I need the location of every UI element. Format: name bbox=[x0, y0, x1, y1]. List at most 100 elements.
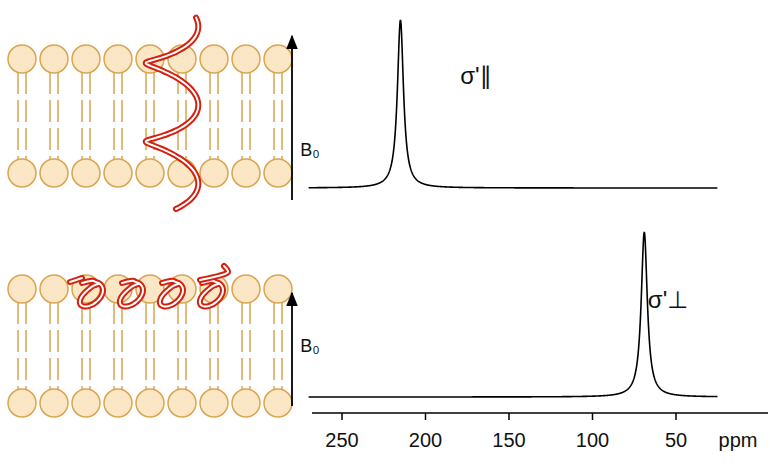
lipid-head bbox=[232, 45, 260, 73]
lipid-tail bbox=[81, 302, 83, 390]
helix-inner bbox=[120, 281, 143, 307]
field-label: B₀ bbox=[300, 337, 319, 355]
lipid-head bbox=[104, 45, 132, 73]
lipid-head bbox=[232, 159, 260, 187]
helix-outline bbox=[200, 281, 223, 307]
lipid-head bbox=[200, 159, 228, 187]
surface-helix bbox=[70, 278, 82, 282]
helix-inner bbox=[200, 266, 228, 280]
lipid-head bbox=[40, 159, 68, 187]
surface-helix bbox=[160, 281, 183, 307]
lipid-tail bbox=[273, 302, 275, 390]
lipid-head bbox=[72, 389, 100, 417]
lipid-tail bbox=[281, 302, 283, 390]
lipid-tail bbox=[25, 72, 27, 160]
helix-outline bbox=[70, 278, 82, 282]
lipid-tail bbox=[17, 72, 19, 160]
tick-label: 250 bbox=[325, 430, 358, 450]
lipid-head bbox=[264, 275, 292, 303]
lipid-head bbox=[40, 45, 68, 73]
peak-label: σ'⊥ bbox=[648, 288, 688, 312]
nmr-spectrum bbox=[309, 232, 718, 397]
lipid-tail bbox=[49, 72, 51, 160]
tick-label: 50 bbox=[665, 430, 687, 450]
lipid-tail bbox=[121, 302, 123, 390]
lipid-tail bbox=[209, 302, 211, 390]
lipid-tail bbox=[153, 302, 155, 390]
lipid-head bbox=[72, 159, 100, 187]
lipid-tail bbox=[185, 302, 187, 390]
lipid-head bbox=[104, 389, 132, 417]
transmembrane-helix bbox=[146, 18, 199, 209]
lipid-head bbox=[232, 389, 260, 417]
axis-tick bbox=[425, 413, 427, 420]
lipid-head bbox=[264, 159, 292, 187]
helix-outline bbox=[80, 281, 103, 307]
helix-inner bbox=[200, 281, 223, 307]
lipid-head bbox=[40, 275, 68, 303]
field-arrow bbox=[291, 36, 293, 200]
lipid-tail bbox=[241, 302, 243, 390]
nmr-spectrum bbox=[309, 20, 718, 188]
lipid-tail bbox=[209, 72, 211, 160]
helix-inner bbox=[146, 18, 199, 209]
lipid-bilayer bbox=[8, 275, 292, 417]
helix-outline bbox=[200, 266, 228, 280]
lipid-tail bbox=[57, 72, 59, 160]
helix-inner bbox=[160, 281, 183, 307]
lipid-tail bbox=[17, 302, 19, 390]
lipid-tail bbox=[241, 72, 243, 160]
lipid-head bbox=[8, 159, 36, 187]
lipid-head bbox=[264, 389, 292, 417]
lipid-head bbox=[168, 389, 196, 417]
lipid-head bbox=[8, 275, 36, 303]
lipid-tail bbox=[49, 302, 51, 390]
surface-helix bbox=[120, 281, 143, 307]
tick-label: 200 bbox=[409, 430, 442, 450]
field-label: B₀ bbox=[300, 141, 319, 159]
axis-line bbox=[312, 412, 768, 414]
lipid-tail bbox=[249, 302, 251, 390]
lipid-head bbox=[200, 45, 228, 73]
lipid-tail bbox=[177, 302, 179, 390]
helix-outline bbox=[146, 18, 199, 209]
lipid-tail bbox=[89, 302, 91, 390]
lipid-tail bbox=[145, 302, 147, 390]
lipid-head bbox=[232, 275, 260, 303]
lipid-head bbox=[264, 45, 292, 73]
lipid-tail bbox=[121, 72, 123, 160]
lipid-tail bbox=[113, 302, 115, 390]
surface-helix bbox=[80, 281, 103, 307]
lipid-head bbox=[72, 45, 100, 73]
surface-helix bbox=[200, 266, 228, 280]
axis-unit: ppm bbox=[719, 430, 758, 450]
lipid-head bbox=[104, 159, 132, 187]
lipid-tail bbox=[57, 302, 59, 390]
lipid-tail bbox=[249, 72, 251, 160]
helix-outline bbox=[160, 281, 183, 307]
lipid-tail bbox=[281, 72, 283, 160]
helix-inner bbox=[70, 278, 82, 282]
lipid-tail bbox=[113, 72, 115, 160]
lipid-head bbox=[136, 389, 164, 417]
lipid-tail bbox=[177, 72, 179, 160]
tick-label: 100 bbox=[576, 430, 609, 450]
lipid-tail bbox=[145, 72, 147, 160]
peak-label: σ'∥ bbox=[460, 64, 491, 88]
helix-inner bbox=[80, 281, 103, 307]
helix-outline bbox=[120, 281, 143, 307]
lipid-head bbox=[40, 389, 68, 417]
lipid-head bbox=[136, 159, 164, 187]
tick-label: 150 bbox=[492, 430, 525, 450]
axis-tick bbox=[675, 413, 677, 420]
lipid-head bbox=[8, 45, 36, 73]
lipid-tail bbox=[89, 72, 91, 160]
axis-tick bbox=[508, 413, 510, 420]
lipid-tail bbox=[217, 302, 219, 390]
lipid-tail bbox=[25, 302, 27, 390]
lipid-tail bbox=[217, 72, 219, 160]
lipid-tail bbox=[81, 72, 83, 160]
field-arrow bbox=[291, 293, 293, 406]
